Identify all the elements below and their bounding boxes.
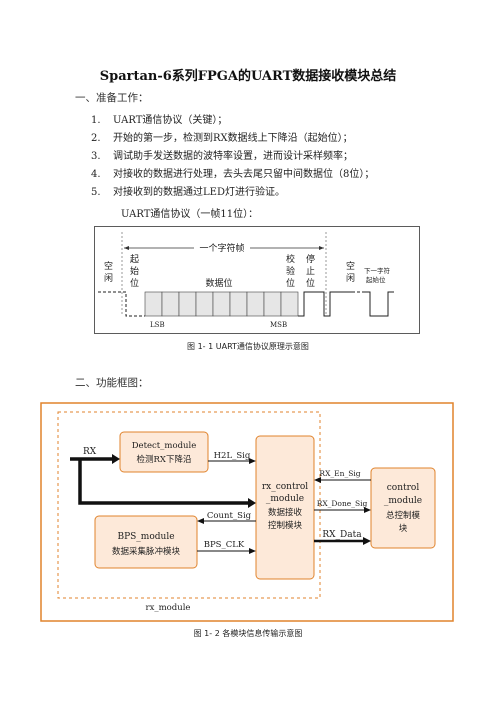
rx-control-module-block (255, 435, 315, 580)
arrow-right-icon (363, 537, 371, 545)
arrow-right-icon (249, 548, 256, 554)
data-bit-cell (178, 291, 197, 317)
stop-bit-label: 停 (306, 253, 315, 265)
waveform-idle-start (98, 291, 145, 317)
control-module-desc: 总控制模 (386, 510, 421, 521)
data-bit-cell (161, 291, 180, 317)
waveform-stop (298, 291, 352, 317)
parity-bit-label: 校 (286, 253, 295, 265)
rx-en-sig-label: RX_En_Sig (319, 469, 360, 478)
lsb-label: LSB (150, 321, 165, 329)
arrow-right-icon (249, 458, 256, 464)
arrow-right-icon (112, 454, 120, 464)
data-bit-cell (263, 291, 282, 317)
section-heading-prep: 一、准备工作： (75, 92, 149, 104)
figure-2-caption: 图 1- 2 各模块信息传输示意图 (193, 629, 303, 638)
data-bits-label: 数据位 (205, 277, 232, 289)
data-bit-cell (212, 291, 231, 317)
control-module-block (370, 467, 436, 549)
start-bit-label: 位 (130, 277, 139, 289)
control-module-desc: 块 (399, 523, 408, 534)
parity-bit-label: 位 (286, 277, 295, 289)
list-item: 4. 对接收的数据进行处理，去头去尾只留中间数据位（8位）； (91, 165, 374, 180)
detect-module-block (119, 431, 209, 473)
protocol-note: UART通信协议（一帧11位）： (121, 209, 259, 220)
h2l-sig-label: H2L_Sig (214, 451, 251, 461)
frame-label-bg (194, 242, 250, 254)
rx-control-module-name: _module (266, 494, 304, 504)
control-module-name: control (387, 483, 420, 493)
bps-module-name: BPS_module (117, 532, 174, 542)
idle-right-label: 闲 (346, 273, 355, 284)
count-sig-label: Count_Sig (207, 511, 252, 521)
idle-right-label: 空 (346, 260, 355, 272)
start-bit-label: 始 (130, 265, 139, 277)
rx-control-module-desc: 数据接收 (268, 507, 303, 518)
rx-done-sig-label: RX_Done_Sig (317, 499, 368, 508)
section-heading-block-diagram: 二、功能框图： (75, 377, 149, 389)
rx-control-module-name: rx_control (262, 482, 308, 492)
rx-module-boundary (57, 411, 321, 599)
arrow-left-icon (314, 477, 321, 483)
list-item: 2. 开始的第一步，检测到RX数据线上下降沿（起始位）； (91, 129, 353, 144)
rx-line-to-control (78, 459, 249, 505)
start-bit-label: 起 (130, 254, 139, 265)
stop-bit-label: 位 (306, 277, 315, 289)
data-bit-cell (195, 291, 214, 317)
list-item-text: UART通信协议（关键）； (113, 115, 228, 126)
control-module-name: _module (384, 496, 422, 506)
arrow-left-icon (124, 246, 129, 250)
uart-protocol-figure: 一个字符帧 空 闲 起 始 位 数据位 校 验 位 停 止 位 空 闲 下一字符… (94, 226, 420, 334)
rx-data-label: RX_Data (322, 530, 362, 540)
waveform-next-start (364, 291, 394, 317)
rx-input-label: RX (83, 447, 97, 457)
bps-clk-label: BPS_CLK (204, 540, 245, 550)
list-item: 3. 调试助手发送数据的波特率设置，进而设计采样频率； (91, 147, 353, 162)
arrow-right-icon (319, 246, 324, 250)
block-diagram-figure: Detect_module 检测RX下降沿 rx_control _module… (40, 402, 454, 622)
detect-module-desc: 检测RX下降沿 (137, 454, 192, 465)
idle-left-label: 空 (104, 260, 113, 272)
frame-label: 一个字符帧 (199, 242, 244, 254)
detect-module-name: Detect_module (132, 441, 197, 451)
page-title: Spartan-6系列FPGA的UART数据接收模块总结 (99, 69, 397, 84)
parity-bit-label: 验 (286, 265, 295, 277)
bps-module-desc: 数据采集脉冲模块 (112, 546, 181, 557)
parity-bit-cell (280, 291, 299, 317)
list-item-number: 4. (91, 169, 101, 180)
list-item-number: 1. (91, 115, 101, 126)
bps-module-block (94, 515, 198, 569)
arrow-right-icon (364, 507, 371, 513)
figure-1-caption: 图 1- 1 UART通信协议原理示意图 (187, 342, 309, 351)
list-item-number: 2. (91, 133, 101, 144)
list-item: 1. UART通信协议（关键）； (91, 111, 227, 126)
msb-label: MSB (270, 321, 287, 329)
idle-left-label: 闲 (104, 273, 113, 284)
data-bit-cell (144, 291, 163, 317)
next-start-label: 起始位 (366, 275, 386, 284)
list-item-text: 开始的第一步，检测到RX数据线上下降沿（起始位）； (113, 133, 353, 144)
rx-module-label: rx_module (146, 603, 191, 613)
stop-bit-label: 止 (306, 265, 315, 277)
data-bit-cell (246, 291, 265, 317)
arrow-left-icon (197, 518, 204, 524)
next-start-label: 下一字符 (364, 266, 391, 275)
list-item-text: 对接收的数据进行处理，去头去尾只留中间数据位（8位）； (113, 169, 375, 180)
list-item: 5. 对接收到的数据通过LED灯进行验证。 (91, 183, 285, 198)
list-item-number: 5. (91, 187, 101, 198)
arrow-right-icon (248, 498, 256, 508)
list-item-text: 对接收到的数据通过LED灯进行验证。 (113, 187, 285, 198)
list-item-text: 调试助手发送数据的波特率设置，进而设计采样频率； (113, 151, 353, 162)
rx-control-module-desc: 控制模块 (268, 520, 303, 531)
data-bit-cell (229, 291, 248, 317)
list-item-number: 3. (91, 151, 101, 162)
